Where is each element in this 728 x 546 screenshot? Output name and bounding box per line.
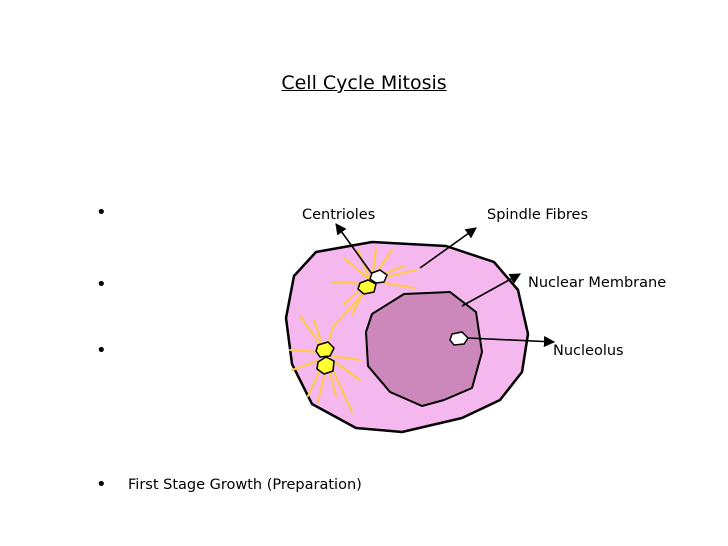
- spindle-fibres-arrow: [419, 227, 477, 269]
- bullet-text-first-stage: First Stage Growth (Preparation): [128, 477, 362, 493]
- centrioles-arrow: [335, 223, 373, 275]
- bullet-marker-1: •: [96, 202, 107, 223]
- label-nuclear-membrane: Nuclear Membrane: [528, 275, 667, 291]
- bullet-marker-2: •: [96, 274, 107, 295]
- label-spindle-fibres: Spindle Fibres: [487, 207, 589, 223]
- bullet-marker-3: •: [96, 340, 107, 361]
- nucleolus-arrow: [467, 335, 556, 348]
- spindle-fibres-upper: [331, 247, 417, 329]
- centriole-lower-1: [315, 341, 335, 358]
- label-nucleolus: Nucleolus: [553, 343, 624, 359]
- nuclear-membrane-arrow: [461, 273, 521, 307]
- centriole-upper-1: [369, 269, 388, 284]
- centrioles: [315, 269, 388, 375]
- nucleolus: [449, 331, 469, 346]
- bullet-marker-4: •: [96, 474, 107, 495]
- centriole-lower-2: [316, 356, 335, 375]
- label-arrows: [335, 223, 556, 348]
- slide-title: Cell Cycle Mitosis: [281, 72, 447, 94]
- label-centrioles: Centrioles: [302, 207, 376, 223]
- centriole-upper-2: [357, 279, 377, 295]
- nucleus: [365, 291, 483, 407]
